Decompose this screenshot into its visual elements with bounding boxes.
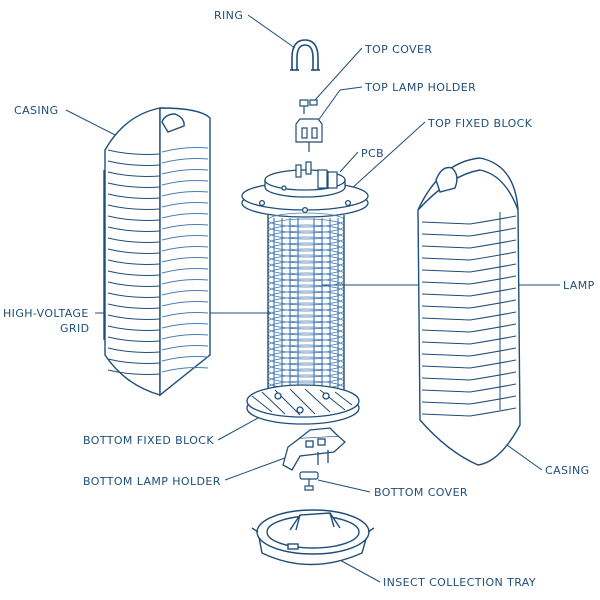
leader-top-lamp-holder [314,86,363,126]
bottom-fixed-block-part [246,384,360,425]
leader-bottom-cover [317,479,371,493]
casing-slat [107,281,161,287]
casing-slat [107,248,161,254]
casing-slat [107,149,161,155]
label-insect-tray: INSECT COLLECTION TRAY [383,576,536,589]
label-top-cover: TOP COVER [365,43,433,56]
casing-slat [107,160,161,166]
casing-slat [421,227,517,237]
casing-slat-inner [161,279,209,285]
label-top-lamp-holder: TOP LAMP HOLDER [365,81,477,94]
casing-slat [107,259,161,265]
bottom-lamp-holder-part [282,427,346,471]
casing-slat-inner [161,191,209,197]
casing-slat [107,270,161,276]
leader-ring [247,14,296,49]
leader-bottom-fixed-block [217,417,259,441]
casing-slat [421,215,517,225]
casing-slat-inner [161,312,209,318]
label-casing-right: CASING [545,464,590,477]
casing-slat [421,383,517,393]
label-top-fixed-block: TOP FIXED BLOCK [428,117,533,130]
insect-tray-part [251,509,375,566]
casing-slat [107,325,161,331]
casing-slat [421,287,517,297]
left-casing-slats [107,147,209,375]
top-cover-part [299,99,318,114]
casing-slat [421,347,517,357]
casing-slat [107,237,161,243]
casing-slat-inner [161,235,209,241]
casing-slat [421,371,517,381]
casing-slat [421,251,517,261]
casing-slat-inner [161,257,209,263]
right-casing-slats [421,215,517,417]
left-casing-part [103,107,211,397]
label-pcb: PCB [361,147,385,160]
label-lamp: LAMP [563,279,595,292]
ring-part [290,39,320,71]
casing-slat [107,314,161,320]
pcb-part [295,161,338,189]
casing-slat-inner [161,290,209,296]
casing-slat-inner [161,334,209,340]
casing-slat [421,359,517,369]
casing-slat [107,358,161,364]
grid-part [267,212,345,396]
casing-slat-inner [161,246,209,252]
grid-bars [273,218,339,392]
leader-pcb [339,151,359,173]
bottom-cover-part [299,471,319,491]
casing-slat [107,336,161,342]
casing-slat-inner [161,345,209,351]
label-bottom-cover: BOTTOM COVER [374,486,468,499]
casing-slat [107,347,161,353]
casing-slat [107,193,161,199]
casing-slat [421,407,517,417]
casing-slat [107,226,161,232]
casing-slat-inner [161,213,209,219]
casing-slat [421,263,517,273]
casing-slat [421,299,517,309]
casing-slat [421,239,517,249]
casing-slat [421,395,517,405]
leader-top-cover [314,47,363,101]
casing-slat-inner [161,169,209,175]
casing-slat [107,182,161,188]
top-fixed-block-part [241,169,369,218]
casing-slat [107,303,161,309]
casing-slat [107,215,161,221]
casing-slat [107,171,161,177]
casing-slat-inner [161,202,209,208]
casing-slat-inner [161,323,209,329]
label-casing-left: CASING [14,104,59,117]
label-bottom-lamp-holder: BOTTOM LAMP HOLDER [83,475,221,488]
right-casing-part [417,157,521,466]
leader-top-fixed-block [349,121,426,191]
label-bottom-fixed-block: BOTTOM FIXED BLOCK [83,434,214,447]
casing-slat-inner [161,147,209,153]
casing-slat [107,292,161,298]
casing-slat-inner [161,301,209,307]
casing-slat-inner [161,356,209,362]
leader-bottom-lamp-holder [224,454,294,481]
grid-rings [267,212,345,396]
casing-slat [421,323,517,333]
casing-slat [421,275,517,285]
top-lamp-holder-part [295,118,323,152]
casing-slat [421,335,517,345]
casing-slat-inner [161,367,209,373]
casing-slat-inner [161,268,209,274]
casing-slat-inner [161,158,209,164]
label-hv-grid-line1: HIGH-VOLTAGE [3,307,89,320]
casing-slat [107,369,161,375]
casing-slat [421,311,517,321]
casing-slat-inner [161,180,209,186]
label-hv-grid-line2: GRID [60,322,90,335]
label-ring: RING [214,9,244,22]
casing-slat [107,204,161,210]
casing-slat-inner [161,224,209,230]
